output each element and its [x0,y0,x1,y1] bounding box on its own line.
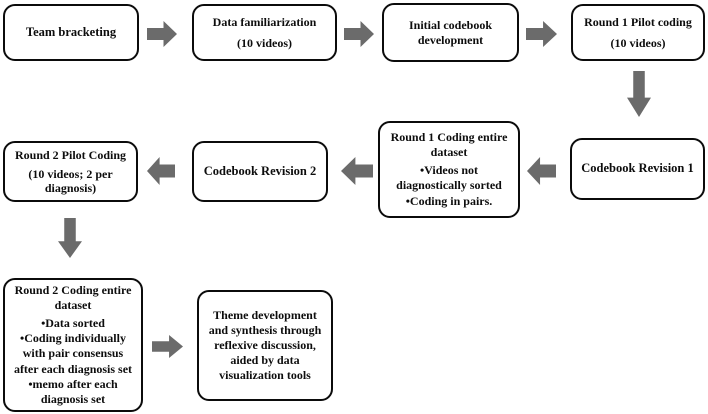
flow-box-round1-coding-entire-dataset: Round 1 Coding entire dataset •Videos no… [378,121,520,218]
box-title: Team bracketing [25,24,117,39]
flow-box-round2-pilot-coding: Round 2 Pilot Coding (10 videos; 2 per d… [3,141,138,202]
left-arrow-icon [147,157,175,185]
box-title: Round 1 Pilot coding [584,14,692,29]
right-arrow-icon [344,21,374,47]
flow-box-codebook-revision-1: Codebook Revision 1 [570,138,705,200]
left-arrow-icon [341,157,373,185]
down-arrow-icon [58,218,82,258]
box-title: Round 2 Coding entire dataset [14,282,132,312]
right-arrow-icon [147,21,177,47]
flow-box-codebook-revision-2: Codebook Revision 2 [192,141,328,202]
box-title: Data familiarization [212,14,317,29]
flow-box-theme-development: Theme development and synthesis through … [197,290,333,401]
box-title: Round 1 Coding entire dataset [390,130,508,160]
box-title: Codebook Revision 2 [203,163,317,178]
box-subtitle: (10 videos; 2 per diagnosis) [28,166,113,195]
right-arrow-icon [526,21,557,47]
flow-box-team-bracketing: Team bracketing [3,4,139,61]
flow-box-round1-pilot-coding: Round 1 Pilot coding (10 videos) [571,4,705,61]
flow-box-round2-coding-entire-dataset: Round 2 Coding entire dataset •Data sort… [3,278,143,412]
left-arrow-icon [527,157,556,185]
box-bullets: •Videos not diagnostically sorted •Codin… [396,163,502,208]
box-title: Round 2 Pilot Coding [14,147,127,162]
box-title: Theme development and synthesis through … [208,308,322,382]
box-title: Initial codebook development [408,17,492,47]
box-subtitle: (10 videos) [237,35,292,50]
box-bullets: •Data sorted •Coding individually with p… [13,315,133,406]
box-subtitle: (10 videos) [610,35,666,50]
flow-box-data-familiarization: Data familiarization (10 videos) [192,4,337,61]
down-arrow-icon [627,71,651,117]
flow-box-initial-codebook-development: Initial codebook development [382,3,519,62]
right-arrow-icon [152,335,183,358]
box-title: Codebook Revision 1 [581,161,694,176]
